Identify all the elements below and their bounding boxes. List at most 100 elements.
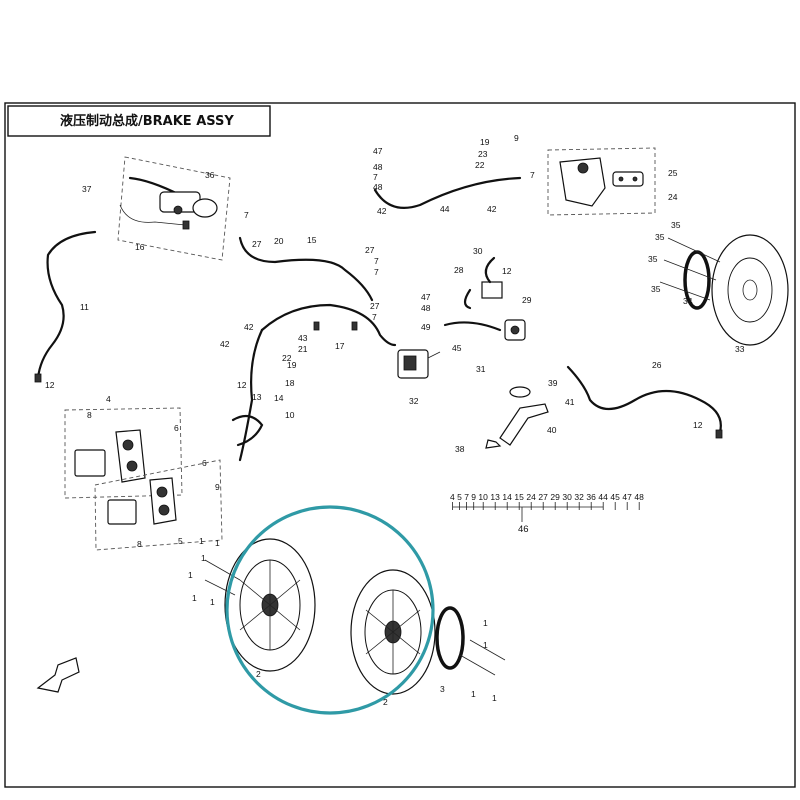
group-bracket-46	[453, 506, 603, 522]
callout-c6a: 6	[174, 423, 179, 433]
callout-c37: 37	[82, 184, 92, 194]
callout-c32: 32	[409, 396, 419, 406]
callout-c33: 33	[735, 344, 745, 354]
callout-c42c: 42	[244, 322, 254, 332]
group-number-11: 30	[562, 492, 572, 502]
callout-c35d: 35	[651, 284, 661, 294]
callout-c47b: 47	[421, 292, 431, 302]
forward-arrow-icon	[36, 657, 80, 693]
callout-c3: 3	[440, 684, 445, 694]
sensor-wire-11	[36, 230, 97, 380]
group-number-1: 5	[457, 492, 462, 502]
callout-c45: 45	[452, 343, 462, 353]
brake-line-17	[260, 303, 397, 347]
group-number-9: 27	[538, 492, 548, 502]
callout-c44: 44	[440, 204, 450, 214]
callout-c21: 21	[298, 344, 308, 354]
group-number-0: 4	[450, 492, 455, 502]
group-number-12: 32	[574, 492, 584, 502]
callout-c7c: 7	[530, 170, 535, 180]
callout-c10: 10	[285, 410, 295, 420]
callout-c4: 4	[106, 394, 111, 404]
callout-c1e: 1	[192, 593, 197, 603]
callout-c26: 26	[652, 360, 662, 370]
highlight-circle	[225, 505, 435, 715]
sensor-wire-26	[566, 365, 722, 434]
callout-c42b: 42	[487, 204, 497, 214]
group-number-15: 45	[610, 492, 620, 502]
callout-c28: 28	[454, 265, 464, 275]
front-caliper-lower	[94, 459, 223, 551]
callout-c9b: 9	[215, 482, 220, 492]
callout-c38: 38	[455, 444, 465, 454]
callout-c48c: 48	[421, 303, 431, 313]
callout-c1h: 1	[483, 640, 488, 650]
callout-c18: 18	[285, 378, 295, 388]
callout-46: 46	[518, 524, 529, 535]
callout-c27c: 27	[370, 301, 380, 311]
callout-c22a: 22	[475, 160, 485, 170]
callout-c1j: 1	[492, 693, 497, 703]
sensor-block	[443, 256, 526, 341]
callout-c41: 41	[565, 397, 575, 407]
front-disc-left	[224, 538, 316, 672]
callout-c23: 23	[478, 149, 488, 159]
group-number-14: 44	[598, 492, 608, 502]
callout-c1g: 1	[483, 618, 488, 628]
callout-c2b: 2	[383, 697, 388, 707]
callout-c1d: 1	[188, 570, 193, 580]
abs-module	[397, 349, 441, 379]
callout-c7a: 7	[244, 210, 249, 220]
group-number-7: 15	[514, 492, 524, 502]
callout-c48a: 48	[373, 162, 383, 172]
callout-c5: 5	[178, 536, 183, 546]
callout-c11: 11	[80, 302, 89, 312]
callout-c30: 30	[473, 246, 483, 256]
front-caliper-upper	[64, 407, 183, 499]
callout-c35b: 35	[655, 232, 665, 242]
callout-c24: 24	[668, 192, 678, 202]
callout-c36: 36	[205, 170, 215, 180]
callout-c13: 13	[252, 392, 262, 402]
group-number-2: 7	[464, 492, 469, 502]
callout-c7e: 7	[374, 267, 379, 277]
group-number-4: 10	[478, 492, 488, 502]
callout-c15: 15	[307, 235, 317, 245]
callout-c8b: 8	[137, 539, 142, 549]
callout-c19b: 19	[287, 360, 297, 370]
tone-ring	[435, 606, 465, 670]
group-number-6: 14	[502, 492, 512, 502]
rear-brake-disc	[659, 234, 789, 346]
front-disc-right	[350, 569, 436, 695]
callout-c1i: 1	[471, 689, 476, 699]
callout-c12a: 12	[45, 380, 55, 390]
callout-c12d: 12	[693, 420, 703, 430]
group-number-8: 24	[526, 492, 536, 502]
callout-c1b: 1	[215, 538, 220, 548]
callout-c25: 25	[668, 168, 678, 178]
callout-c47a: 47	[373, 146, 383, 156]
callout-c29: 29	[522, 295, 532, 305]
callout-c12c: 12	[502, 266, 512, 276]
callout-c7b: 7	[373, 172, 378, 182]
callout-c16: 16	[135, 242, 145, 252]
callout-c1c: 1	[201, 553, 206, 563]
callout-c27a: 27	[252, 239, 262, 249]
diagram-frame	[4, 102, 796, 788]
group-number-13: 36	[586, 492, 596, 502]
brake-pedal	[485, 386, 549, 449]
master-cylinder-group	[117, 156, 231, 261]
callout-c35a: 35	[671, 220, 681, 230]
callout-c6b: 6	[202, 458, 207, 468]
group-number-17: 48	[634, 492, 644, 502]
callout-c7f: 7	[372, 312, 377, 322]
callout-c42a: 42	[377, 206, 387, 216]
callout-c42d: 42	[220, 339, 230, 349]
callout-c17: 17	[335, 341, 345, 351]
callout-c2a: 2	[256, 669, 261, 679]
callout-c1a: 1	[199, 536, 204, 546]
callout-c20: 20	[274, 236, 284, 246]
